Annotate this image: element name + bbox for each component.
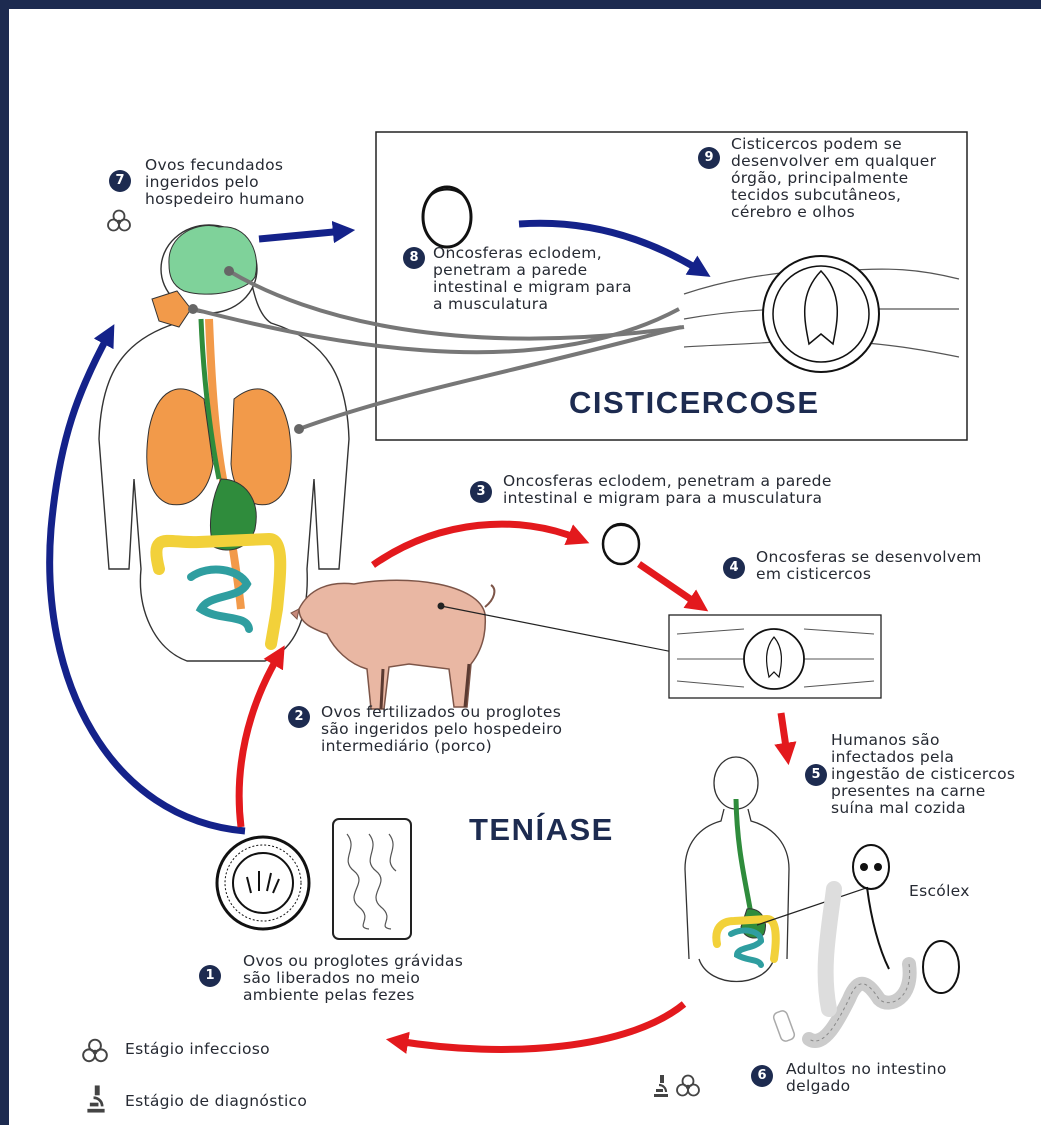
cysticercosis-title: CISTICERCOSE — [569, 385, 820, 421]
step-badge-4: 4 — [723, 557, 745, 579]
human-figure-small — [685, 757, 789, 982]
taeniasis-title: TENÍASE — [469, 812, 614, 848]
step-text-2: Ovos fertilizados ou proglotes são inger… — [321, 704, 562, 755]
step-text-6: Adultos no intestino delgado — [786, 1061, 947, 1095]
step-text-8: Oncosferas eclodem, penetram a parede in… — [433, 245, 632, 313]
step-badge-9: 9 — [698, 147, 720, 169]
scolex-adult-worm — [772, 845, 959, 1042]
scolex-pointer-line — [757, 885, 875, 925]
microscope-icon — [651, 1073, 671, 1099]
scolex-label: Escólex — [909, 883, 970, 900]
biohazard-icon — [79, 1037, 111, 1065]
step-badge-1: 1 — [199, 965, 221, 987]
microscope-icon — [83, 1083, 109, 1115]
life-cycle-diagram: 7 Ovos fecundados ingeridos pelo hospede… — [9, 9, 1041, 1125]
step-text-1: Ovos ou proglotes grávidas são liberados… — [243, 953, 463, 1004]
step-text-9: Cisticercos podem se desenvolver em qual… — [731, 136, 936, 221]
pig-intermediate-host — [291, 580, 494, 709]
step-badge-3: 3 — [470, 481, 492, 503]
step-text-3: Oncosferas eclodem, penetram a parede in… — [503, 473, 832, 507]
step-badge-5: 5 — [805, 764, 827, 786]
step-badge-2: 2 — [288, 706, 310, 728]
oncosphere-cyst-top — [423, 187, 471, 247]
step-badge-6: 6 — [751, 1065, 773, 1087]
taenia-egg — [217, 837, 309, 929]
biohazard-icon — [106, 208, 132, 234]
step-text-4: Oncosferas se desenvolvem em cisticercos — [756, 549, 982, 583]
gravid-proglottid — [333, 819, 411, 939]
step-badge-8: 8 — [403, 247, 425, 269]
biohazard-icon — [675, 1073, 701, 1099]
cysticercus-muscle-small — [669, 615, 881, 698]
cysticercus-muscle-large — [684, 256, 959, 372]
step-text-7: Ovos fecundados ingeridos pelo hospedeir… — [145, 157, 305, 208]
step-badge-7: 7 — [109, 170, 131, 192]
oncosphere-cyst-middle — [603, 524, 639, 564]
legend-infectious-label: Estágio infeccioso — [125, 1041, 270, 1058]
legend-diagnostic-label: Estágio de diagnóstico — [125, 1093, 307, 1110]
step-text-5: Humanos são infectados pela ingestão de … — [831, 732, 1015, 817]
